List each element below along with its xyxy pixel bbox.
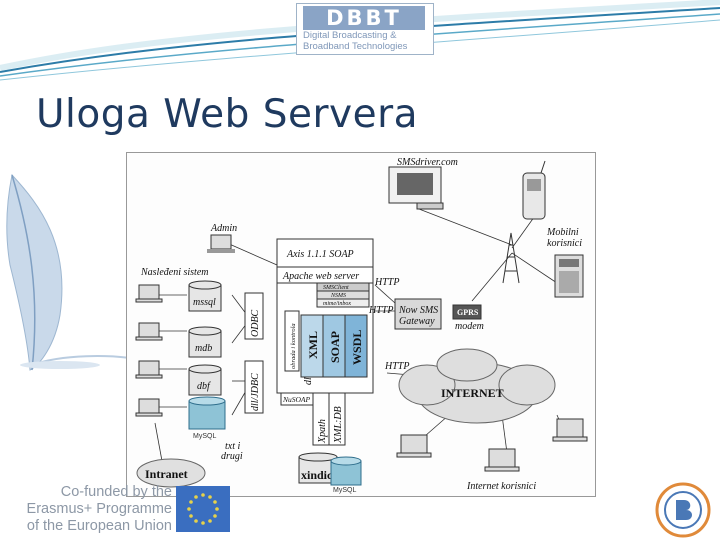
- txt-label: txt i: [225, 441, 240, 452]
- dll-jdbc-box: [244, 360, 264, 414]
- soap-label: SOAP: [328, 331, 342, 363]
- logo-line-2: Broadband Technologies: [303, 40, 408, 52]
- axis-soap-label: Axis 1.1.1 SOAP: [286, 249, 354, 260]
- mysql-left-label: MySQL: [193, 433, 216, 440]
- obrada-box: [284, 310, 300, 372]
- internet-korisnici-label: Internet korisnici: [466, 481, 536, 492]
- sms-client-label: SMSClient: [323, 285, 349, 291]
- mobilni-label-2: korisnici: [547, 238, 582, 249]
- mssql-label: mssql: [193, 297, 216, 308]
- internet-cloud: [398, 348, 556, 424]
- nowsms-label-1: Now SMS: [398, 305, 438, 316]
- mdb-label: mdb: [195, 343, 212, 354]
- mime-inbox-label: mime/inbox: [323, 301, 351, 307]
- handheld-device-icon: [554, 254, 584, 298]
- http-label-1: HTTP: [374, 277, 399, 288]
- xpath-label: Xpath: [317, 419, 328, 444]
- internet-user-computer-icons: [396, 418, 588, 472]
- footer-line-1: Co-funded by the: [60, 484, 172, 500]
- mobile-phone-icon: [522, 160, 546, 220]
- dbbt-logo: DBBT Digital Broadcasting & Broadband Te…: [296, 3, 434, 55]
- mysql-bottom-database-icon: [330, 456, 362, 486]
- client-computer-icons: [135, 284, 163, 417]
- intranet-label: Intranet: [145, 467, 188, 481]
- nowsms-gateway-box: [394, 298, 442, 330]
- http-label-3: HTTP: [384, 361, 409, 372]
- xindice-label: xindice: [301, 468, 338, 482]
- http-label-2: HTTP: [368, 305, 393, 316]
- drugi-label: drugi: [221, 451, 243, 462]
- gprs-modem-icon: [452, 304, 482, 320]
- admin-computer-icon: [207, 234, 235, 253]
- wsdl-column: [344, 314, 368, 378]
- xmldb-box: [328, 392, 346, 446]
- nasledeni-sistem-label: Nasleđeni sistem: [140, 267, 209, 278]
- obrada-label: obrada i kontrola: [290, 323, 297, 369]
- smsdriver-label: SMSdriver.com: [397, 157, 458, 168]
- dll-jdbc-label: dll/JDBC: [250, 373, 261, 411]
- nsms-label: NSMS: [330, 293, 346, 299]
- logo-subtitle: Digital Broadcasting & Broadband Technol…: [303, 30, 429, 52]
- intranet-cloud: [136, 458, 206, 488]
- logo-line-1: Digital Broadcasting &: [303, 30, 397, 41]
- antenna-tower-icon: [502, 232, 520, 284]
- apache-label: Apache web server: [282, 271, 359, 282]
- odbc-box: [244, 292, 264, 340]
- nowsms-label-2: Gateway: [399, 316, 435, 327]
- university-badge-icon: [655, 482, 711, 538]
- erasmus-footer-text: Co-funded by the Erasmus+ Programme of t…: [12, 484, 172, 535]
- admin-label: Admin: [210, 223, 237, 234]
- wsdl-label: WSDL: [350, 330, 364, 365]
- mysql-database-icon: [188, 396, 226, 430]
- web-server-architecture-diagram: SMSdriver.com Mobilni korisnici Admin Na…: [126, 152, 596, 497]
- dbf-label: dbf: [197, 381, 211, 392]
- footer-line-2: Erasmus+ Programme: [26, 501, 172, 517]
- footer-line-3: of the European Union: [26, 518, 172, 534]
- feather-decoration: [6, 173, 149, 371]
- eu-flag-icon: [176, 486, 230, 532]
- dll-label: dll: [303, 374, 314, 385]
- nusoap-label: NuSOAP: [282, 395, 311, 404]
- sms-client-stack: [316, 282, 370, 308]
- mysql-bottom-label: MySQL: [333, 487, 356, 494]
- gprs-label-1: GPRS: [457, 308, 479, 317]
- smsdriver-computer-icon: [388, 166, 444, 210]
- logo-mark: DBBT: [303, 6, 425, 30]
- slide-title: Uloga Web Servera: [36, 92, 419, 137]
- database-cylinders: [188, 280, 222, 396]
- internet-label: INTERNET: [441, 386, 504, 400]
- mobilni-label-1: Mobilni: [546, 227, 579, 238]
- gprs-label-2: modem: [455, 321, 484, 332]
- xmldb-label: XML:DB: [333, 406, 344, 444]
- odbc-label: ODBC: [250, 309, 261, 337]
- xml-label: XML: [306, 331, 320, 359]
